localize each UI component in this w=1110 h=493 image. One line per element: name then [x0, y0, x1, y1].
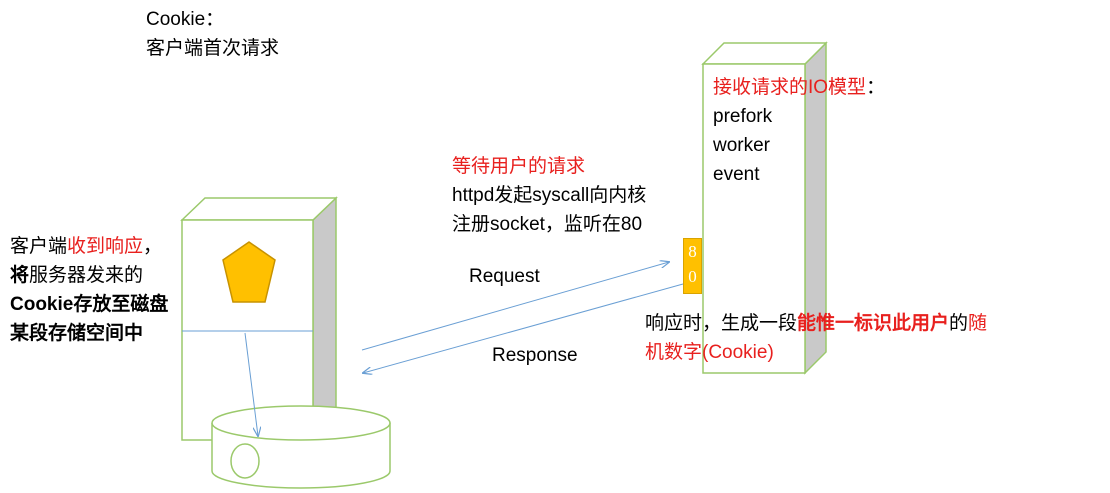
client-line-2: 将服务器发来的	[10, 265, 144, 286]
io-model-item: worker	[713, 135, 771, 156]
port-badge: 8 0	[683, 238, 702, 294]
store-cookie-arrow	[244, 332, 258, 436]
response-note: 响应时，生成一段能惟一标识此用户的随 机数字(Cookie)	[645, 309, 987, 367]
waiting-line-2: 注册socket，监听在80	[452, 214, 643, 235]
request-arrow	[361, 262, 669, 351]
disk-cylinder	[211, 405, 391, 489]
client-computer	[180, 196, 338, 442]
client-line-3: Cookie存放至磁盘	[10, 294, 169, 315]
client-line-1: 客户端收到响应，	[10, 236, 163, 257]
disk-icon	[230, 443, 260, 479]
title-line-2: 客户端首次请求	[146, 38, 280, 59]
request-label: Request	[469, 266, 540, 287]
response-note-line-1: 响应时，生成一段能惟一标识此用户的随	[645, 313, 988, 334]
io-model-item: prefork	[713, 106, 773, 127]
response-label: Response	[492, 345, 578, 366]
waiting-note: 等待用户的请求 httpd发起syscall向内核 注册socket，监听在80	[452, 152, 646, 239]
io-model-heading: 接收请求的IO模型：	[713, 77, 886, 98]
port-digit: 8	[688, 242, 697, 261]
diagram-title: Cookie： 客户端首次请求	[146, 5, 279, 63]
response-arrow	[363, 283, 684, 373]
title-line-1: Cookie：	[146, 9, 225, 30]
port-digit: 0	[688, 267, 697, 286]
pentagon-icon	[222, 241, 276, 303]
waiting-line-1: httpd发起syscall向内核	[452, 185, 647, 206]
client-line-4: 某段存储空间中	[10, 323, 144, 344]
client-note: 客户端收到响应， 将服务器发来的 Cookie存放至磁盘 某段存储空间中	[10, 232, 168, 348]
waiting-title: 等待用户的请求	[452, 156, 586, 177]
io-model-item: event	[713, 164, 760, 185]
server-box	[701, 41, 828, 375]
server-io-models: 接收请求的IO模型： prefork worker event	[713, 73, 885, 189]
response-note-line-2: 机数字(Cookie)	[645, 342, 774, 363]
